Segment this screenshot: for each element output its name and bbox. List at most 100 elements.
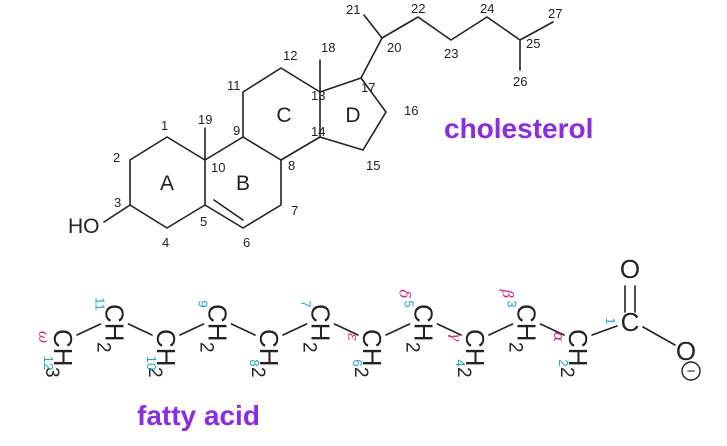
carbon-number-10: 10 xyxy=(211,160,225,175)
carbon-number-22: 22 xyxy=(411,1,425,16)
chain-bond xyxy=(282,323,308,336)
carbon-number-19: 19 xyxy=(198,112,212,127)
chain-bond xyxy=(385,323,411,336)
carbon-number-12: 12 xyxy=(41,356,56,370)
carbon-number-6: 6 xyxy=(350,359,365,366)
greek-letter-3: β xyxy=(499,289,517,299)
chain-group-11: CH2 xyxy=(93,304,130,353)
hydroxyl-label: HO xyxy=(68,215,100,238)
chain-group-12: CH3 xyxy=(41,329,78,378)
group-subscript-7: 2 xyxy=(299,342,320,353)
chain-bond xyxy=(230,323,256,336)
carbon-number-10: 10 xyxy=(144,356,159,370)
carbon-number-15: 15 xyxy=(366,158,380,173)
ring-label-a: A xyxy=(160,172,174,195)
group-formula-2: CH xyxy=(563,329,593,367)
chain-bond xyxy=(179,323,205,336)
chain-bond xyxy=(76,323,102,336)
carbon-number-9: 9 xyxy=(233,123,240,138)
group-subscript-11: 2 xyxy=(93,342,114,353)
carbon-number-12: 12 xyxy=(283,48,297,63)
group-formula-11: CH xyxy=(100,304,130,342)
carbon-number-14: 14 xyxy=(311,124,325,139)
carbon-number-3: 3 xyxy=(505,300,520,307)
chain-bond xyxy=(488,323,514,336)
group-formula-3: CH xyxy=(512,304,542,342)
chain-group-2: CH2 xyxy=(556,329,593,378)
carbon-number-3: 3 xyxy=(114,195,121,210)
chain-group-7: CH2 xyxy=(299,304,336,353)
group-formula-8: CH xyxy=(254,329,284,367)
chain-group-3: CH2 xyxy=(505,304,542,353)
carboxyl-o-bond xyxy=(642,326,676,346)
group-subscript-5: 2 xyxy=(402,342,423,353)
group-subscript-3: 2 xyxy=(505,342,526,353)
hydroxyl-bond xyxy=(103,204,131,223)
chain-bond xyxy=(333,323,359,336)
group-formula-4: CH xyxy=(460,329,490,367)
chain-group-8: CH2 xyxy=(247,329,284,378)
negative-charge-circle xyxy=(681,361,701,381)
carbon-number-7: 7 xyxy=(291,203,298,218)
group-formula-10: CH xyxy=(151,329,181,367)
carbon-number-26: 26 xyxy=(513,74,527,89)
carbon-number-4: 4 xyxy=(162,235,169,250)
group-formula-9: CH xyxy=(203,304,233,342)
carbon-number-5: 5 xyxy=(200,214,207,229)
carbon-number-16: 16 xyxy=(404,103,418,118)
chain-group-5: CH2 xyxy=(402,304,439,353)
carbon-number-20: 20 xyxy=(387,40,401,55)
group-subscript-9: 2 xyxy=(196,342,217,353)
carbon-number-5: 5 xyxy=(402,300,417,307)
group-subscript-2: 2 xyxy=(556,367,577,378)
carbon-number-4: 4 xyxy=(453,359,468,366)
chain-group-9: CH2 xyxy=(196,304,233,353)
fatty-acid-title: fatty acid xyxy=(137,400,260,431)
methyl-21-bond xyxy=(363,14,383,39)
chain-bond xyxy=(539,323,565,336)
carbon-number-8: 8 xyxy=(288,158,295,173)
fatty-acid-chain-bonds xyxy=(76,323,618,336)
ring-label-b: B xyxy=(236,172,250,195)
chain-group-10: CH2 xyxy=(144,329,181,378)
carbon-number-18: 18 xyxy=(321,40,335,55)
greek-letter-6: ε xyxy=(344,333,362,341)
negative-charge-sign: − xyxy=(687,363,696,380)
chain-to-carboxyl-bond xyxy=(591,325,618,336)
carbon-number-1: 1 xyxy=(161,118,168,133)
carbon-number-24: 24 xyxy=(480,1,494,16)
group-formula-5: CH xyxy=(409,304,439,342)
carboxyl-carbon: C xyxy=(621,307,640,337)
carbon-number-9: 9 xyxy=(196,300,211,307)
carbon-number-25: 25 xyxy=(526,36,540,51)
chain-group-4: CH2 xyxy=(453,329,490,378)
group-formula-12: CH xyxy=(48,329,78,367)
ring-label-d: D xyxy=(345,104,360,127)
greek-letter-2: α xyxy=(550,332,568,342)
carbon-number-6: 6 xyxy=(243,235,250,250)
carbon-number-11: 11 xyxy=(93,297,108,311)
double-bond-5-6 xyxy=(213,199,244,221)
group-subscript-4: 2 xyxy=(453,367,474,378)
carbon-number-2: 2 xyxy=(556,359,571,366)
carbon-number-2: 2 xyxy=(113,150,120,165)
chain-bond xyxy=(127,323,153,336)
greek-letter-4: γ xyxy=(447,333,465,342)
carbon-number-27: 27 xyxy=(548,6,562,21)
chain-bond xyxy=(436,323,462,336)
carbon-number-1: 1 xyxy=(603,317,618,324)
greek-letter-12: ω xyxy=(35,331,53,343)
carbonyl-oxygen: O xyxy=(620,254,640,284)
group-subscript-12: 3 xyxy=(41,367,62,378)
group-subscript-8: 2 xyxy=(247,367,268,378)
oxygen-anion: O xyxy=(676,336,696,366)
carbon-number-7: 7 xyxy=(299,300,314,307)
group-subscript-6: 2 xyxy=(350,367,371,378)
chain-group-6: CH2 xyxy=(350,329,387,378)
cholesterol-structure: A B C D HO 1 2 3 4 5 6 7 8 9 10 11 12 13… xyxy=(68,1,593,250)
ring-d-bonds xyxy=(319,77,387,151)
ring-label-c: C xyxy=(276,104,291,127)
